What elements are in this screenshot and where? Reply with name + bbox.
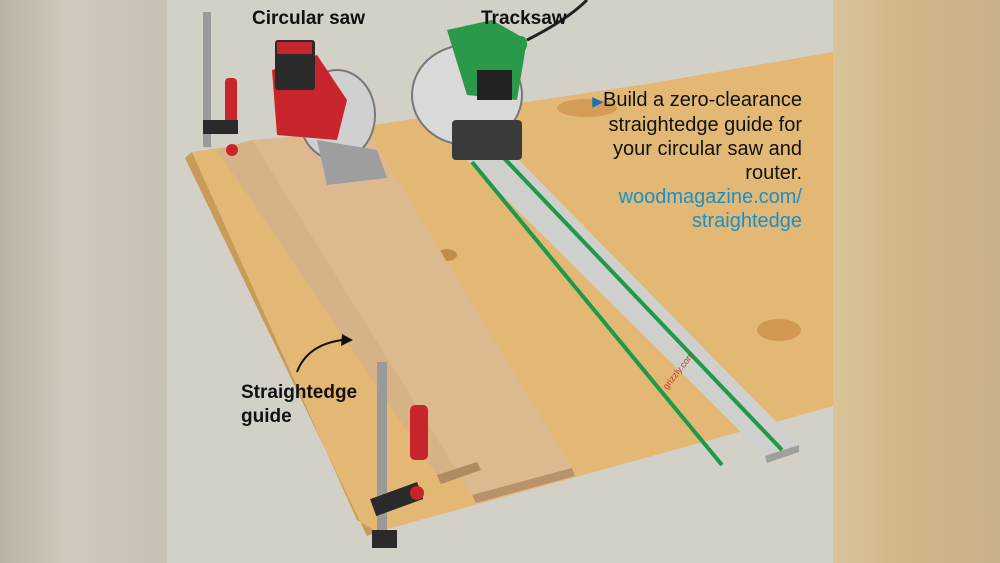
blurred-background-left	[0, 0, 167, 563]
plywood-edge	[185, 152, 377, 536]
workshop-photo: grizzly.com	[167, 0, 833, 563]
callout-arrow	[296, 339, 343, 373]
wood-knot	[557, 99, 617, 117]
track-stripe	[470, 160, 724, 467]
guide-board-wide	[252, 130, 572, 495]
circular-saw-label: Circular saw	[252, 8, 365, 29]
wood-knot	[757, 319, 801, 341]
tracksaw-label: Tracksaw	[481, 8, 567, 29]
callout-arrowhead	[341, 334, 353, 346]
bar-clamp-top	[203, 12, 238, 156]
guide-board-edge	[437, 462, 481, 484]
circular-saw-tool	[272, 40, 387, 185]
caption-block: ▶Build a zero-clearance straightedge gui…	[572, 88, 802, 233]
track-stripe	[500, 154, 784, 452]
photo-illustration: grizzly.com	[167, 0, 833, 563]
straightedge-guide-label: Straightedge guide	[241, 382, 358, 427]
caption-bullet-icon: ▶	[592, 93, 603, 109]
guide-board-edge	[472, 468, 575, 503]
tracksaw-rail-edge	[765, 445, 799, 463]
tracksaw-tool	[411, 0, 589, 160]
bar-clamp-bottom	[370, 362, 428, 548]
blurred-background-right	[833, 0, 1000, 563]
caption-text: Build a zero-clearance straightedge guid…	[603, 89, 802, 184]
caption-link[interactable]: woodmagazine.com/ straightedge	[618, 186, 802, 232]
